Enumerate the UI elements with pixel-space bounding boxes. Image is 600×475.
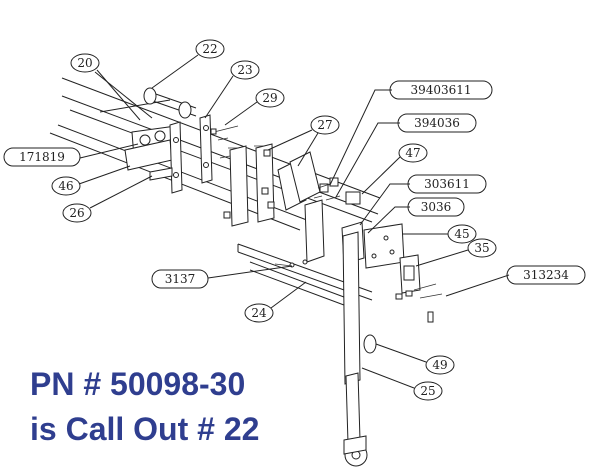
callout-30-36-11: 303611 xyxy=(359,174,487,226)
callout-17-18-19: 171819 xyxy=(3,143,139,167)
svg-text:47: 47 xyxy=(405,146,420,160)
callout-26: 26 xyxy=(62,175,153,223)
callout-23: 23 xyxy=(204,60,260,119)
svg-text:46: 46 xyxy=(58,179,73,193)
svg-text:20: 20 xyxy=(77,56,92,70)
svg-text:3036: 3036 xyxy=(421,200,452,214)
part-number-note: PN # 50098-30 is Call Out # 22 xyxy=(30,366,259,447)
callout-22: 22 xyxy=(151,39,225,89)
svg-text:35: 35 xyxy=(474,241,489,255)
left-bracket-group xyxy=(124,114,213,194)
callout-20: 20 xyxy=(70,53,153,121)
callout-35: 35 xyxy=(415,238,497,267)
callout-39-40-36-11: 39403611 xyxy=(329,80,493,186)
svg-text:313234: 313234 xyxy=(523,268,569,282)
svg-text:394036: 394036 xyxy=(414,116,460,130)
callout-31-32-34: 313234 xyxy=(445,265,586,297)
callout-30-36: 3036 xyxy=(367,197,465,234)
fasteners xyxy=(210,125,443,323)
upright-bracket-group xyxy=(304,177,421,294)
svg-text:23: 23 xyxy=(237,63,252,77)
callout-49: 49 xyxy=(375,343,455,375)
svg-text:24: 24 xyxy=(251,306,267,320)
callout-45: 45 xyxy=(402,224,477,244)
callout-29: 29 xyxy=(224,88,285,126)
svg-text:26: 26 xyxy=(69,206,84,220)
svg-text:29: 29 xyxy=(262,91,277,105)
svg-text:3137: 3137 xyxy=(165,272,196,286)
note-line-1: PN # 50098-30 xyxy=(30,366,245,402)
svg-text:303611: 303611 xyxy=(424,177,470,191)
callout-39-40-36: 394036 xyxy=(335,113,477,198)
svg-text:171819: 171819 xyxy=(19,150,65,164)
callout-47: 47 xyxy=(361,143,428,195)
note-line-2: is Call Out # 22 xyxy=(30,411,259,447)
svg-text:39403611: 39403611 xyxy=(410,83,471,97)
middle-bracket-group xyxy=(217,137,321,227)
tube-assembly xyxy=(49,77,381,231)
svg-text:22: 22 xyxy=(202,42,217,56)
callout-24: 24 xyxy=(244,281,307,323)
callout-31-37: 3137 xyxy=(151,265,293,289)
svg-text:25: 25 xyxy=(420,384,435,398)
svg-text:49: 49 xyxy=(432,358,447,372)
callout-25: 25 xyxy=(361,367,443,401)
svg-text:45: 45 xyxy=(454,227,469,241)
svg-text:27: 27 xyxy=(317,118,332,132)
callout-27: 27 xyxy=(267,115,340,167)
callout-46: 46 xyxy=(51,165,131,196)
